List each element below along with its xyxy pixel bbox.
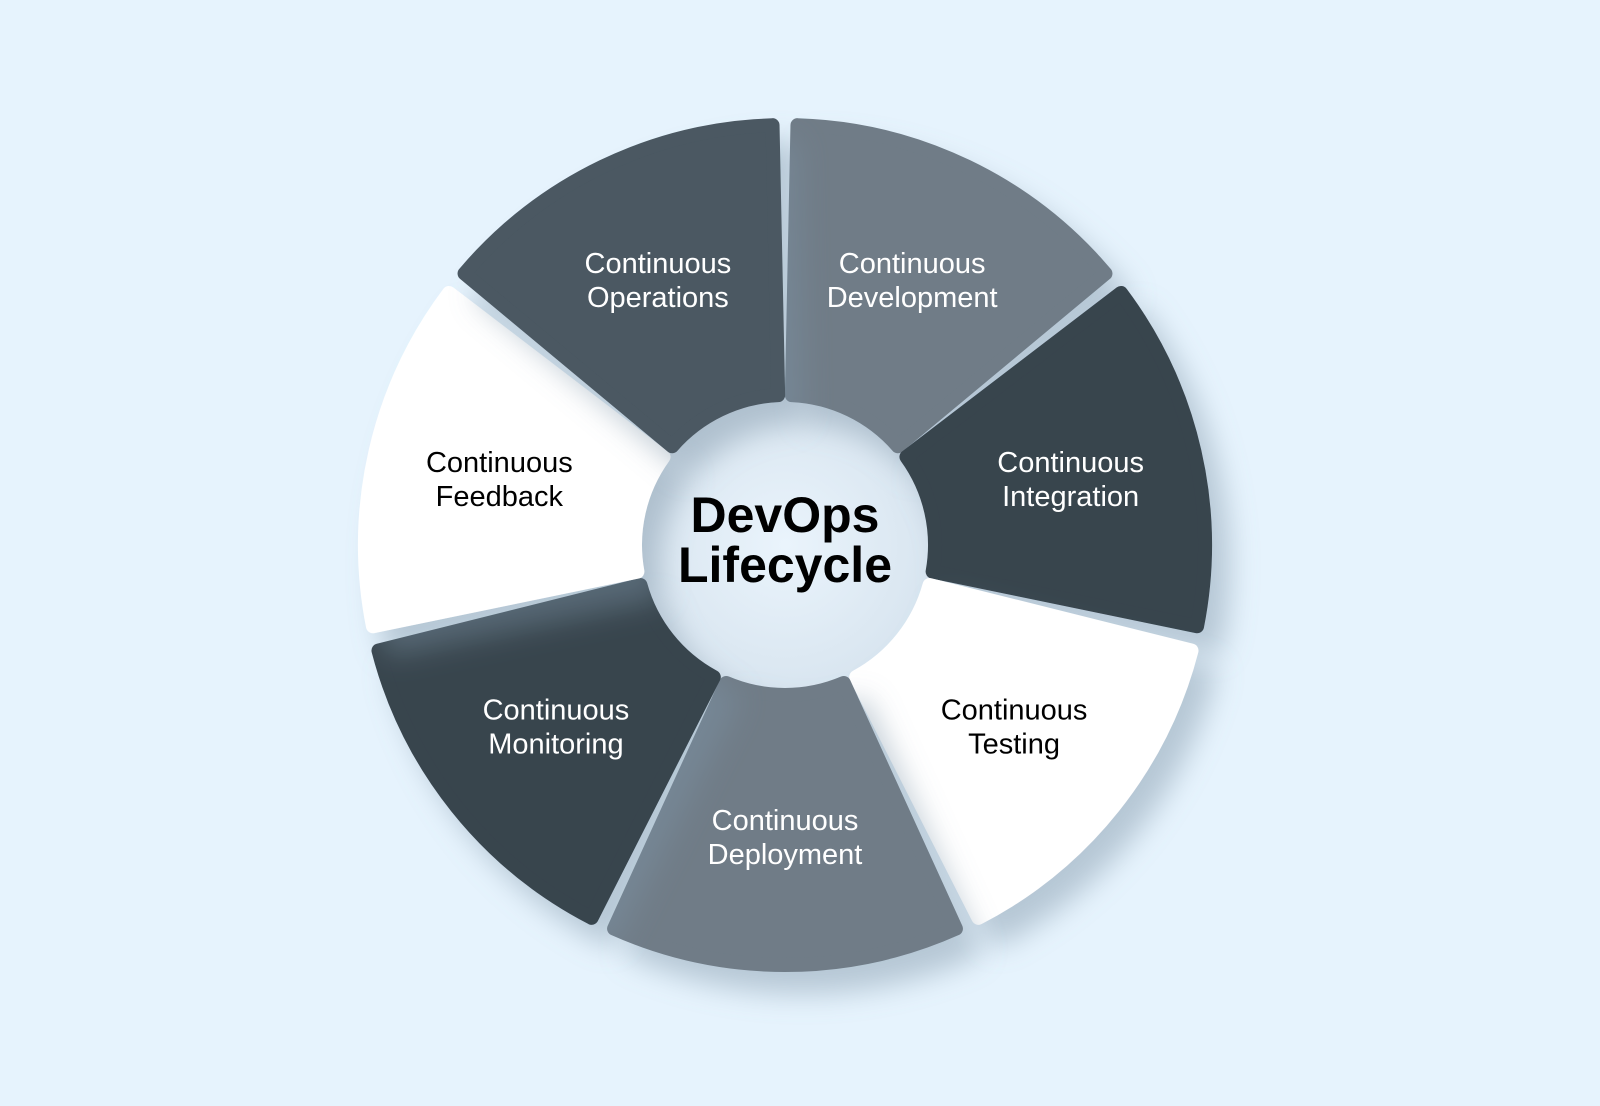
segment-shape <box>899 285 1212 634</box>
segment-shape <box>784 118 1113 454</box>
title-line-1: DevOps <box>690 487 880 543</box>
segment-shape <box>457 118 786 454</box>
segment-shape <box>358 285 671 634</box>
segment-shape <box>849 578 1199 925</box>
center-hub <box>617 377 953 713</box>
segment-shape <box>607 675 963 972</box>
segment-shape <box>371 578 721 925</box>
title-line-2: Lifecycle <box>677 537 892 593</box>
center-title: DevOps Lifecycle <box>635 490 935 590</box>
